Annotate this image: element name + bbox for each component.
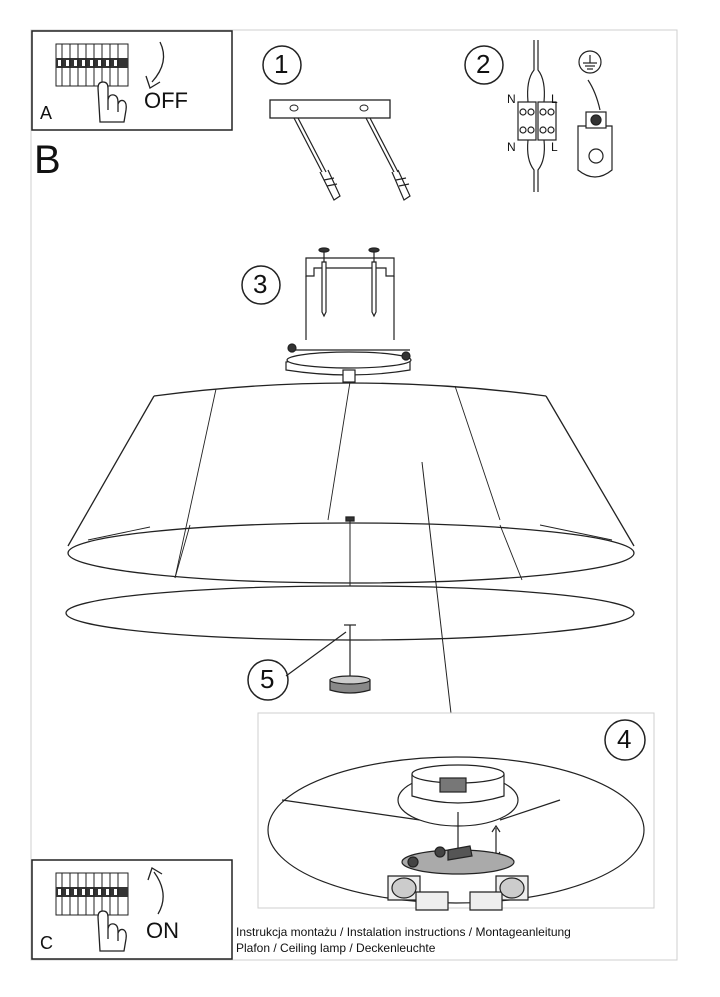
wire-neutral-top: N <box>507 92 516 106</box>
step-2-wiring <box>464 40 613 192</box>
step-4-detail <box>257 712 655 911</box>
panel-a-breaker-off <box>31 30 233 131</box>
step-4-number: 4 <box>617 724 632 754</box>
step-5-badge <box>247 659 289 701</box>
wire-live-bottom: L <box>551 140 558 154</box>
step-3-number: 3 <box>253 269 268 299</box>
detail-leader-line <box>421 461 456 749</box>
breaker-block-icon <box>55 43 129 87</box>
panel-c-breaker-on <box>31 859 233 960</box>
section-b-letter: B <box>34 138 61 182</box>
panel-a-letter: A <box>40 103 53 123</box>
panel-c-letter: C <box>40 933 53 953</box>
footer-line-2: Plafon / Ceiling lamp / Deckenleuchte <box>236 941 436 955</box>
step-1-mounting-bar <box>262 45 411 201</box>
step-4-badge <box>604 719 646 761</box>
ground-terminal-icon <box>577 111 613 178</box>
terminal-block-icon <box>517 40 557 192</box>
wire-live-top: L <box>551 92 558 106</box>
ground-symbol-icon <box>578 50 602 111</box>
step-1-number: 1 <box>274 49 289 79</box>
hand-icon <box>97 910 127 952</box>
step-3-bracket <box>241 247 412 383</box>
step-2-number: 2 <box>476 49 491 79</box>
step-3-badge <box>241 265 281 305</box>
step-2-badge <box>464 45 504 85</box>
breaker-block-icon <box>55 872 129 916</box>
panel-c-on-label: ON <box>146 918 179 943</box>
footer-line-1: Instrukcja montażu / Instalation instruc… <box>236 925 571 939</box>
lamp-shade <box>67 381 635 600</box>
panel-a-off-label: OFF <box>144 88 188 113</box>
arrow-down-icon <box>145 41 165 89</box>
hand-icon <box>97 81 127 123</box>
sheet-border <box>30 29 678 961</box>
step-5-cap <box>247 624 371 701</box>
step-5-number: 5 <box>260 664 275 694</box>
arrow-up-icon <box>147 867 164 915</box>
step-1-badge <box>262 45 302 85</box>
wire-neutral-bottom: N <box>507 140 516 154</box>
